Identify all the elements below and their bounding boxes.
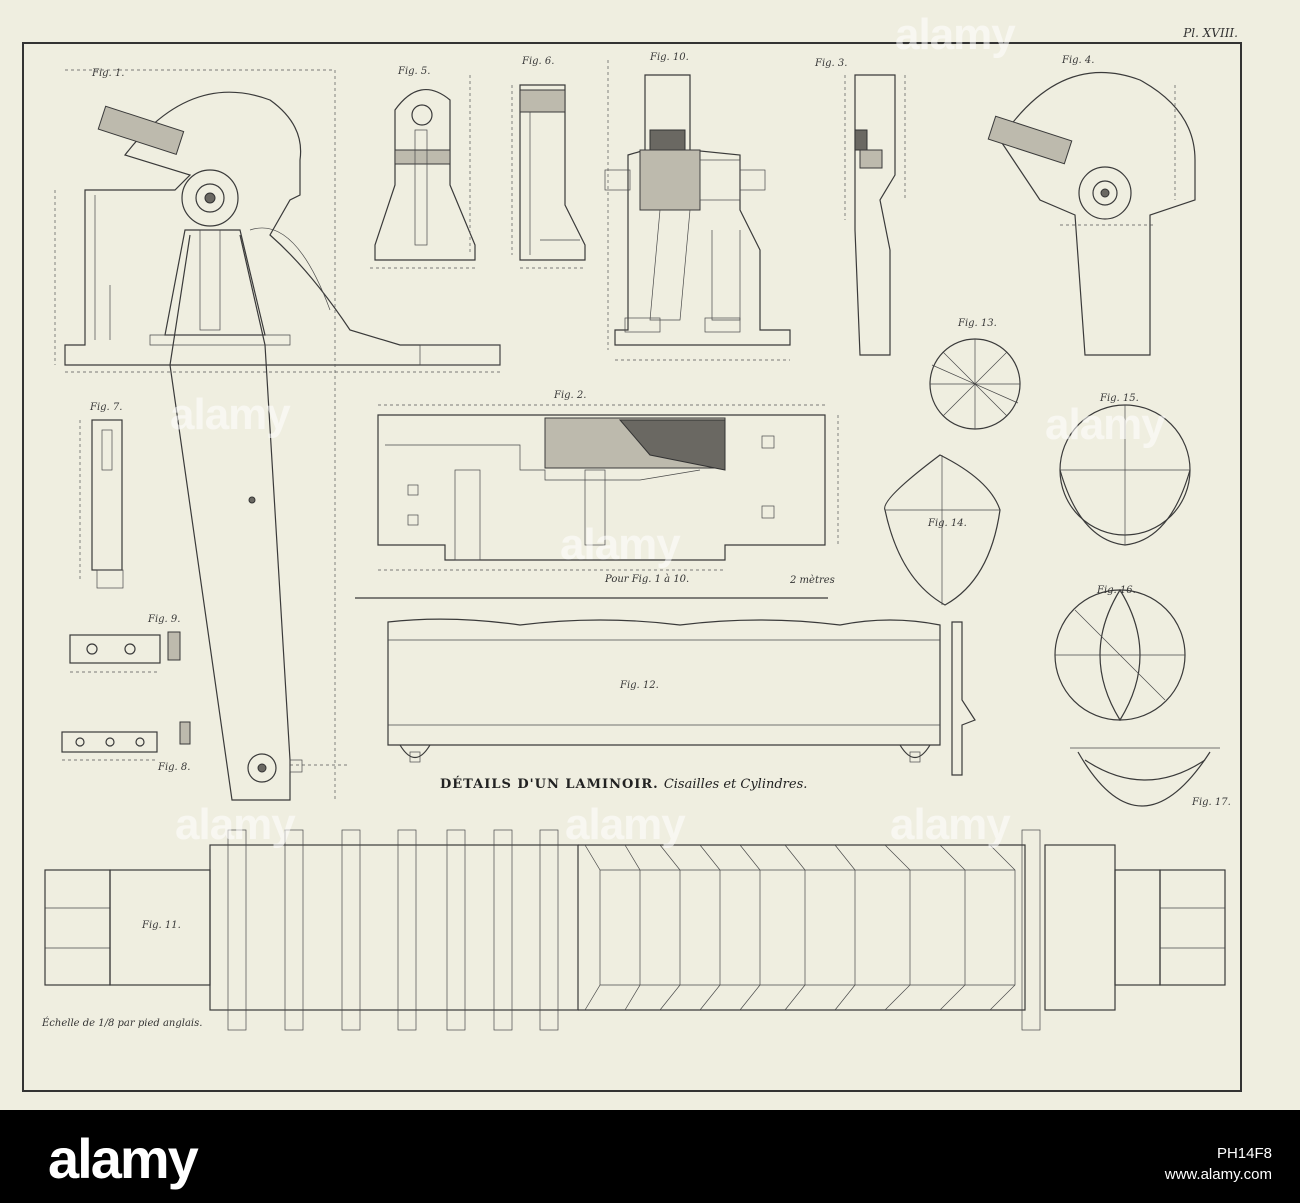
watermark-text: alamy	[1045, 400, 1166, 449]
fig1-shear-frame	[54, 69, 501, 801]
fig5-label: Fig. 5.	[398, 66, 431, 77]
watermark-text: alamy	[895, 10, 1016, 59]
fig10-label: Fig. 10.	[650, 52, 689, 63]
image-id: PH14F8	[1216, 1145, 1272, 1162]
plate-frame	[22, 42, 1242, 1092]
fig8-plate	[61, 721, 191, 761]
scale-note: Échelle de 1/8 par pied anglais.	[42, 1018, 203, 1029]
fig7-label: Fig. 7.	[90, 402, 123, 413]
fig14-geometry	[884, 454, 1001, 606]
fig6-label: Fig. 6.	[522, 56, 555, 67]
fig11-grooved-roll	[44, 829, 1226, 1031]
fig17-geometry	[1070, 747, 1220, 807]
fig3-label: Fig. 3.	[815, 58, 848, 69]
fig8-label: Fig. 8.	[158, 762, 191, 773]
watermark-text: alamy	[560, 520, 681, 569]
fig2-housing	[355, 404, 839, 599]
watermark-text: alamy	[890, 800, 1011, 849]
plate-number: Pl. XVIII.	[1183, 26, 1238, 40]
fig11-label: Fig. 11.	[142, 920, 181, 931]
site-url: www.alamy.com	[1164, 1166, 1272, 1183]
fig7-bolt	[79, 419, 124, 589]
watermark-text: alamy	[565, 800, 686, 849]
plate-title-sub: Cisailles et Cylindres.	[663, 777, 808, 792]
fig17-label: Fig. 17.	[1192, 797, 1231, 808]
fig9-plate	[69, 631, 181, 673]
fig16-geometry	[1054, 588, 1186, 722]
fig1-label: Fig. 1.	[92, 68, 125, 79]
fig6-cheek	[511, 84, 586, 269]
watermark-text: alamy	[170, 390, 291, 439]
fig16-label: Fig. 16.	[1097, 585, 1136, 596]
fig4-blade-holder	[987, 72, 1196, 356]
fig3-section	[844, 74, 906, 356]
watermark-text: alamy	[175, 800, 296, 849]
alamy-logo: alamy	[48, 1127, 199, 1190]
technical-drawing	[44, 60, 1226, 1031]
fig12-label: Fig. 12.	[620, 680, 659, 691]
fig10-roll-stand	[604, 60, 791, 361]
fig2-label: Fig. 2.	[554, 390, 587, 401]
scale-bar-caption: Pour Fig. 1 à 10.	[605, 574, 690, 585]
fig4-label: Fig. 4.	[1062, 55, 1095, 66]
fig13-label: Fig. 13.	[958, 318, 997, 329]
watermark-footer	[0, 1110, 1300, 1203]
plate-title: DÉTAILS D'UN LAMINOIR. Cisailles et Cyli…	[440, 777, 807, 792]
fig5-bracket	[370, 75, 476, 269]
fig9-label: Fig. 9.	[148, 614, 181, 625]
plate-title-main: DÉTAILS D'UN LAMINOIR.	[440, 777, 659, 792]
fig12-bed-plate	[387, 618, 976, 776]
fig15-label: Fig. 15.	[1100, 393, 1139, 404]
fig14-label: Fig. 14.	[928, 518, 967, 529]
scale-bar-end-label: 2 mètres	[790, 575, 835, 586]
fig15-geometry	[1059, 404, 1191, 546]
fig13-geometry	[929, 338, 1021, 430]
